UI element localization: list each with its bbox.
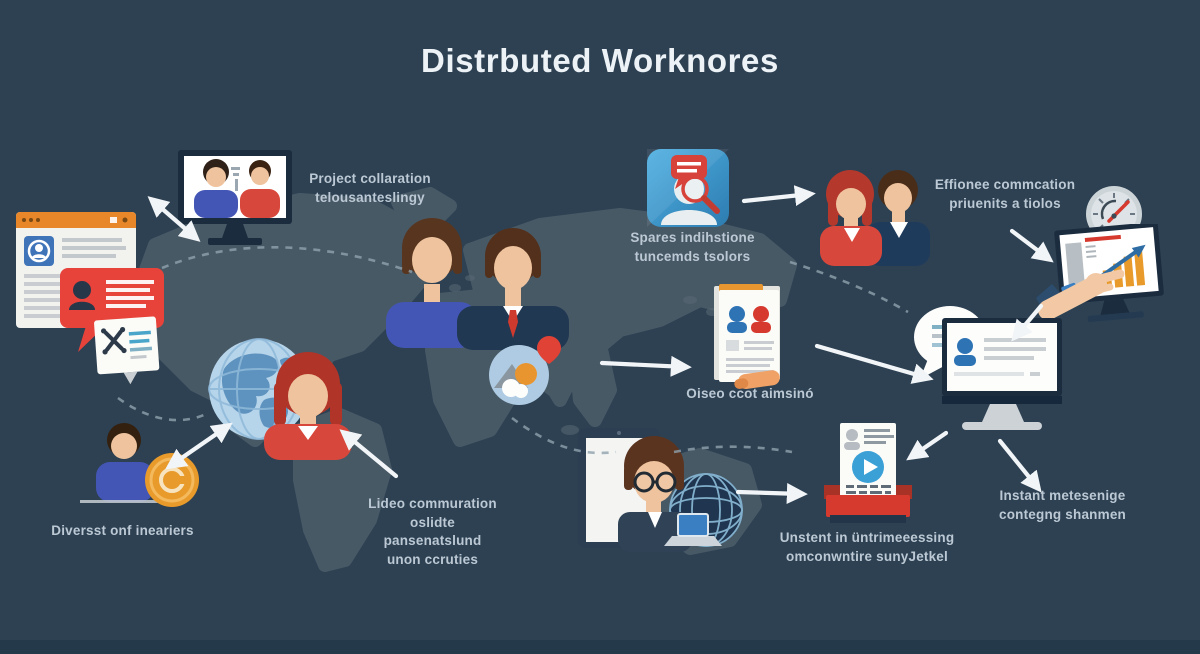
- location-pin-icon: [536, 334, 562, 371]
- label-spares: Spares indihstione tuncemds tsolors: [630, 230, 755, 264]
- people-pair-icon: [814, 164, 934, 271]
- chart-monitor-hand-icon: [1036, 221, 1166, 347]
- tablet-person-globe-icon: [578, 424, 746, 557]
- page-title: Distrbuted Worknores: [421, 42, 779, 79]
- label-oiseo: Oiseo ccot aimsinó: [686, 386, 814, 401]
- note-card-icon: [92, 314, 172, 391]
- label-diverse: Diversst onf ineariers: [51, 523, 194, 538]
- woman-avatar: [250, 348, 366, 465]
- profile-monitor-icon: [918, 314, 1066, 441]
- label-project-collaboration: Project collaration telousanteslingy: [309, 171, 431, 205]
- video-call-monitor-icon: [172, 150, 298, 257]
- label-instant: Instant metesenige contegng shanmen: [999, 488, 1126, 522]
- document-card-icon: [710, 284, 794, 395]
- video-document-tray-icon: [824, 421, 912, 530]
- chat-search-app-icon: [645, 147, 733, 236]
- label-lideo: Lideo commuration oslidte pansenatslund …: [368, 496, 497, 567]
- remote-worker-icon: [80, 420, 204, 521]
- label-unstent: Unstent in üntrimeeessing omconwntire su…: [779, 530, 955, 564]
- label-effionee: Effionee commcation priuenits a tiolos: [934, 177, 1076, 211]
- bottom-band: [0, 640, 1200, 654]
